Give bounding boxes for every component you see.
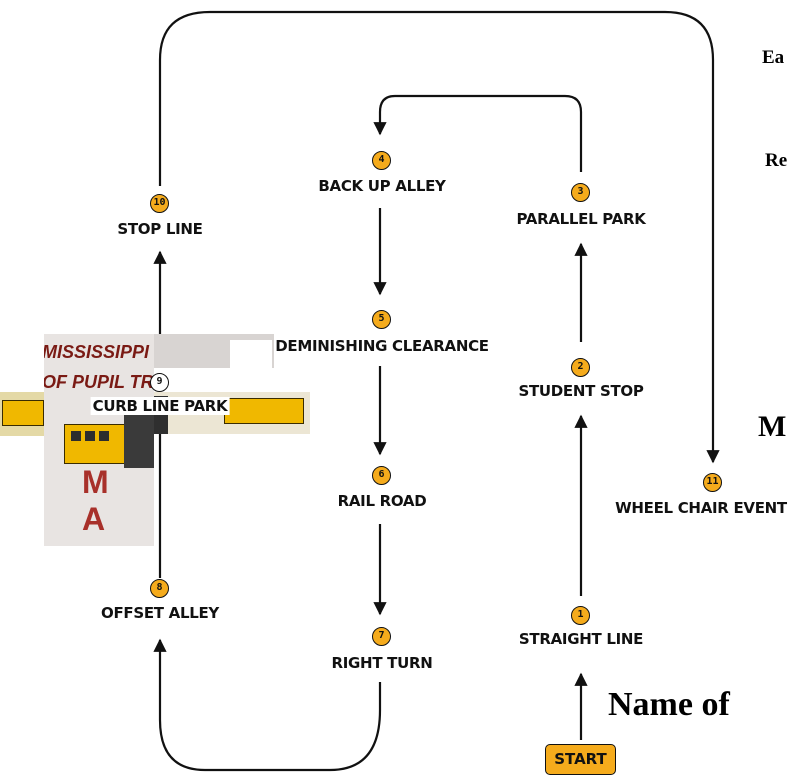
step-10-label: STOP LINE <box>117 220 203 238</box>
step-6-label: RAIL ROAD <box>337 492 427 510</box>
step-4-badge: 4 <box>372 151 391 170</box>
right-text-3: M <box>758 410 787 443</box>
right-text-4: Name of <box>608 686 730 723</box>
photo-fragment-right <box>230 340 272 386</box>
step-2-label: STUDENT STOP <box>518 382 644 400</box>
step-2-badge: 2 <box>571 358 590 377</box>
photo-big-letters: M A <box>82 464 123 537</box>
step-4-label: BACK UP ALLEY <box>318 177 446 195</box>
photo-fragment-left <box>0 392 44 436</box>
step-7-label: RIGHT TURN <box>331 654 433 672</box>
step-10-badge: 10 <box>150 194 169 213</box>
arrow-3-to-4 <box>373 94 583 172</box>
step-9-label: CURB LINE PARK <box>90 397 230 415</box>
start-badge: START <box>545 744 616 775</box>
step-6-badge: 6 <box>372 466 391 485</box>
step-9-badge: 9 <box>150 373 169 392</box>
step-7-badge: 7 <box>372 627 391 646</box>
step-1-badge: 1 <box>571 606 590 625</box>
photo-text-line1: MISSISSIPPI <box>44 342 150 362</box>
arrow-10-to-11 <box>158 10 720 464</box>
bus-image <box>64 424 134 464</box>
step-3-label: PARALLEL PARK <box>516 210 646 228</box>
step-5-badge: 5 <box>372 310 391 329</box>
step-8-label: OFFSET ALLEY <box>101 604 219 622</box>
arrow-7-to-8 <box>153 638 382 772</box>
step-3-badge: 3 <box>571 183 590 202</box>
step-11-badge: 11 <box>703 473 722 492</box>
right-text-1: Ea <box>762 47 785 68</box>
photo-fragment-mid <box>154 392 310 434</box>
step-1-label: STRAIGHT LINE <box>518 630 644 648</box>
step-11-label: WHEEL CHAIR EVENT <box>615 499 787 517</box>
right-text-2: Re <box>765 150 788 171</box>
step-8-badge: 8 <box>150 579 169 598</box>
step-5-label: DEMINISHING CLEARANCE <box>275 337 489 355</box>
photo-text-line2: OF PUPIL TR <box>44 372 154 392</box>
photo-fragment: MISSISSIPPI OF PUPIL TR M A <box>44 334 154 546</box>
